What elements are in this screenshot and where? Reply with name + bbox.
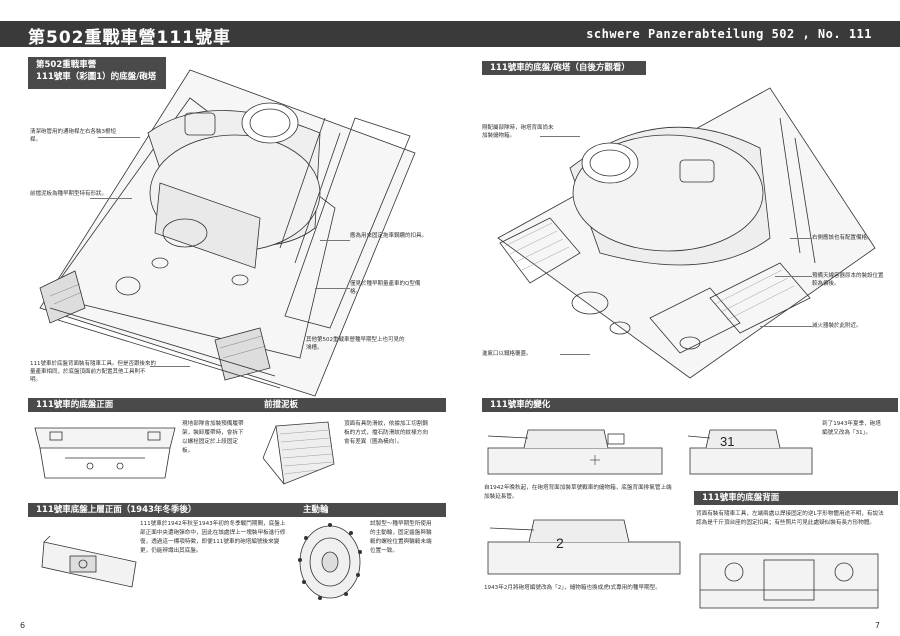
front-plate-text: 現地部隊會加裝預備履帶架，裝卸履帶時，會拆下以螺栓固定於上段固定板。	[182, 421, 244, 454]
callout-front-mudguard: 前擋泥板為種早期型特有形狀。	[30, 191, 108, 197]
callout-right-spare: 右側應該也有配置備格。	[812, 235, 873, 241]
leader-line	[315, 288, 350, 289]
callout-grooves: 其他第502重戰車營種早期型上也可見的鴻槽。	[306, 337, 405, 351]
change-caption-1: 自1942年晚秋起，在砲塔背面加裝草號戰車的儲物箱，底盤背面排氣管上端加裝延長管…	[484, 485, 672, 500]
section-heading-upper-front: 111號車底盤上層正面（1943年冬季後）	[28, 503, 302, 517]
page-number-right: 7	[874, 621, 880, 630]
leader-line	[90, 198, 132, 199]
change-caption-3: 1943年2月將砲塔編號改為「2」，儲物箱也換成虎I式專用的種早期型。	[484, 585, 661, 591]
callout-storage-box: 剛配屬部隊時，砲塔背面尚未加裝儲物箱。	[482, 125, 554, 139]
main-heading-line2: 111號車（彩圖1）的底盤/砲塔	[36, 72, 157, 82]
hull-turret-rear-drawing	[497, 87, 876, 379]
leader-line	[320, 240, 350, 241]
turret-number-2: 2	[556, 535, 564, 551]
callout-cleaning-rods: 清潔砲管用的通砲桿左右各裝3根短桿。	[30, 129, 117, 143]
leader-line	[98, 137, 140, 138]
section-heading-mudguard: 前擋泥板	[256, 398, 446, 412]
mudguard-drawing	[262, 421, 335, 485]
section-heading-front-plate: 111號車的底盤正面	[28, 398, 262, 412]
drive-wheel-drawing	[298, 523, 362, 600]
callout-extinguisher: 滅火器裝於此附近。	[812, 323, 862, 329]
page-number-left: 6	[20, 621, 26, 630]
leader-line	[790, 238, 812, 239]
change-caption-2: 到了1943年夏季，砲塔編號又改為「31」。	[822, 421, 881, 436]
leader-line	[775, 276, 812, 277]
header-bar	[0, 21, 900, 47]
leader-line	[560, 354, 590, 355]
callout-intake-grille: 進氣口以鐵格覆蓋。	[482, 351, 532, 357]
main-heading-line1: 第502重戰車營	[36, 60, 97, 70]
section-heading-rear: 111號車的底盤背面	[694, 491, 898, 505]
hull-rear-drawing	[699, 553, 879, 609]
section-heading-turret-rear: 111號車的底盤/砲塔（自後方觀看）	[482, 61, 646, 75]
side-view-3-drawing: 2	[487, 519, 681, 575]
side-view-1-drawing	[487, 429, 663, 475]
callout-cable-clamps: 應為用來固定拖車鋼纜的扣具。	[350, 233, 428, 239]
callout-rear-tools: 111號車於底盤背面裝有隨車工具。但是否跟後來的量產車相同，於底盤頂面前方配置其…	[30, 361, 156, 383]
drive-wheel-text: 試製型～種早期型所使用的主動輪，固定齒盤與輪轂的螺栓位置與輪轂未端位置一致。	[370, 521, 432, 554]
callout-antenna-container: 預備天線容器原本的裝設位置較為偏後。	[812, 273, 884, 287]
rear-text: 背面有裝有隨車工具，左端兩處以焊接固定的逆L字形物體用途不明，有說法認為是千斤頂…	[696, 511, 884, 526]
leader-line	[540, 136, 580, 137]
mudguard-text: 頂面有具防滑紋，依據加工切割鋼板的方式，擋石防滑紋的紋樣方向會有差異（圖為橫向）…	[344, 421, 428, 445]
callout-q-type-spare: 僅見於種早期量產車的Q型備格。	[350, 281, 421, 295]
leader-line	[760, 326, 812, 327]
leader-line	[150, 366, 190, 367]
upper-front-text: 111號車於1942年秋至1943年初的冬季戰鬥期間，底盤上部正面中央遭砲彈命中…	[140, 521, 286, 554]
hull-turret-top-drawing	[39, 69, 416, 397]
page-title-left: 第502重戰車營111號車	[28, 28, 231, 48]
section-heading-drive-wheel: 主動輪	[295, 503, 446, 517]
side-view-2-drawing: 31	[687, 429, 813, 475]
turret-number-31: 31	[720, 434, 734, 449]
page-title-right: schwere Panzerabteilung 502 , No. 111	[586, 27, 872, 41]
main-heading: 第502重戰車營 111號車（彩圖1）的底盤/砲塔	[28, 57, 166, 89]
section-heading-changes: 111號車的變化	[482, 398, 898, 412]
front-plate-drawing	[34, 427, 176, 479]
upper-front-drawing	[41, 535, 137, 588]
